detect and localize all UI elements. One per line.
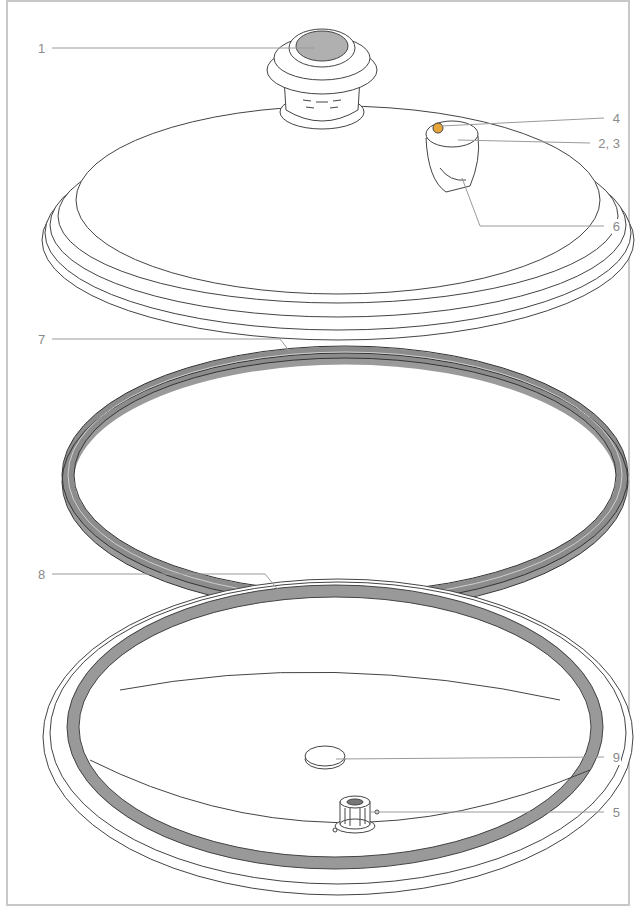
gasket-ring bbox=[62, 346, 628, 604]
lid-cover bbox=[76, 106, 600, 294]
knob bbox=[333, 100, 341, 101]
lid-plate bbox=[79, 597, 591, 857]
leader-lines bbox=[458, 140, 590, 143]
knob bbox=[316, 102, 328, 103]
callout-number: 9 bbox=[612, 750, 621, 765]
leader-lines bbox=[52, 574, 280, 592]
knob bbox=[330, 107, 338, 108]
valve-nut bbox=[333, 828, 337, 832]
gasket-ring bbox=[62, 353, 628, 611]
knob bbox=[267, 29, 377, 129]
leader-lines bbox=[462, 178, 604, 226]
lid-plate bbox=[50, 582, 626, 884]
callout-number: 8 bbox=[37, 567, 46, 582]
gasket-ring bbox=[74, 358, 616, 592]
valve-nut bbox=[360, 808, 361, 826]
lid-plate bbox=[67, 585, 603, 869]
valve-nut bbox=[340, 796, 370, 808]
plate-disc bbox=[305, 746, 345, 766]
callout-number: 1 bbox=[37, 41, 46, 56]
callout-number: 6 bbox=[612, 219, 621, 234]
lid-plate bbox=[120, 672, 560, 700]
leader-lines bbox=[52, 48, 314, 49]
lid-plate bbox=[43, 579, 633, 895]
valve-nut bbox=[333, 796, 379, 833]
knob bbox=[303, 100, 311, 101]
valve-nut bbox=[350, 808, 351, 826]
leader-lines bbox=[52, 339, 290, 352]
plate-disc bbox=[305, 746, 345, 769]
gasket-ring bbox=[62, 346, 628, 611]
gasket-ring bbox=[68, 352, 622, 598]
knob bbox=[306, 107, 314, 108]
callout-number: 5 bbox=[612, 805, 621, 820]
knob bbox=[296, 31, 348, 61]
leader-lines bbox=[52, 48, 604, 812]
valve-assembly bbox=[426, 121, 479, 192]
valve-nut bbox=[345, 808, 346, 824]
valve-nut bbox=[365, 808, 366, 824]
leader-lines bbox=[336, 757, 604, 759]
lid-plate bbox=[73, 591, 597, 863]
lid-plate bbox=[43, 579, 633, 895]
callout-number: 7 bbox=[37, 332, 46, 347]
callout-number: 4 bbox=[612, 111, 621, 126]
valve-assembly bbox=[433, 123, 443, 133]
callout-number: 2, 3 bbox=[597, 136, 621, 151]
frame bbox=[7, 1, 629, 905]
leader-lines bbox=[441, 118, 604, 126]
gasket-ring bbox=[68, 352, 622, 598]
valve-nut bbox=[347, 799, 363, 805]
lid-cover bbox=[42, 106, 634, 340]
leader-lines bbox=[370, 812, 604, 813]
